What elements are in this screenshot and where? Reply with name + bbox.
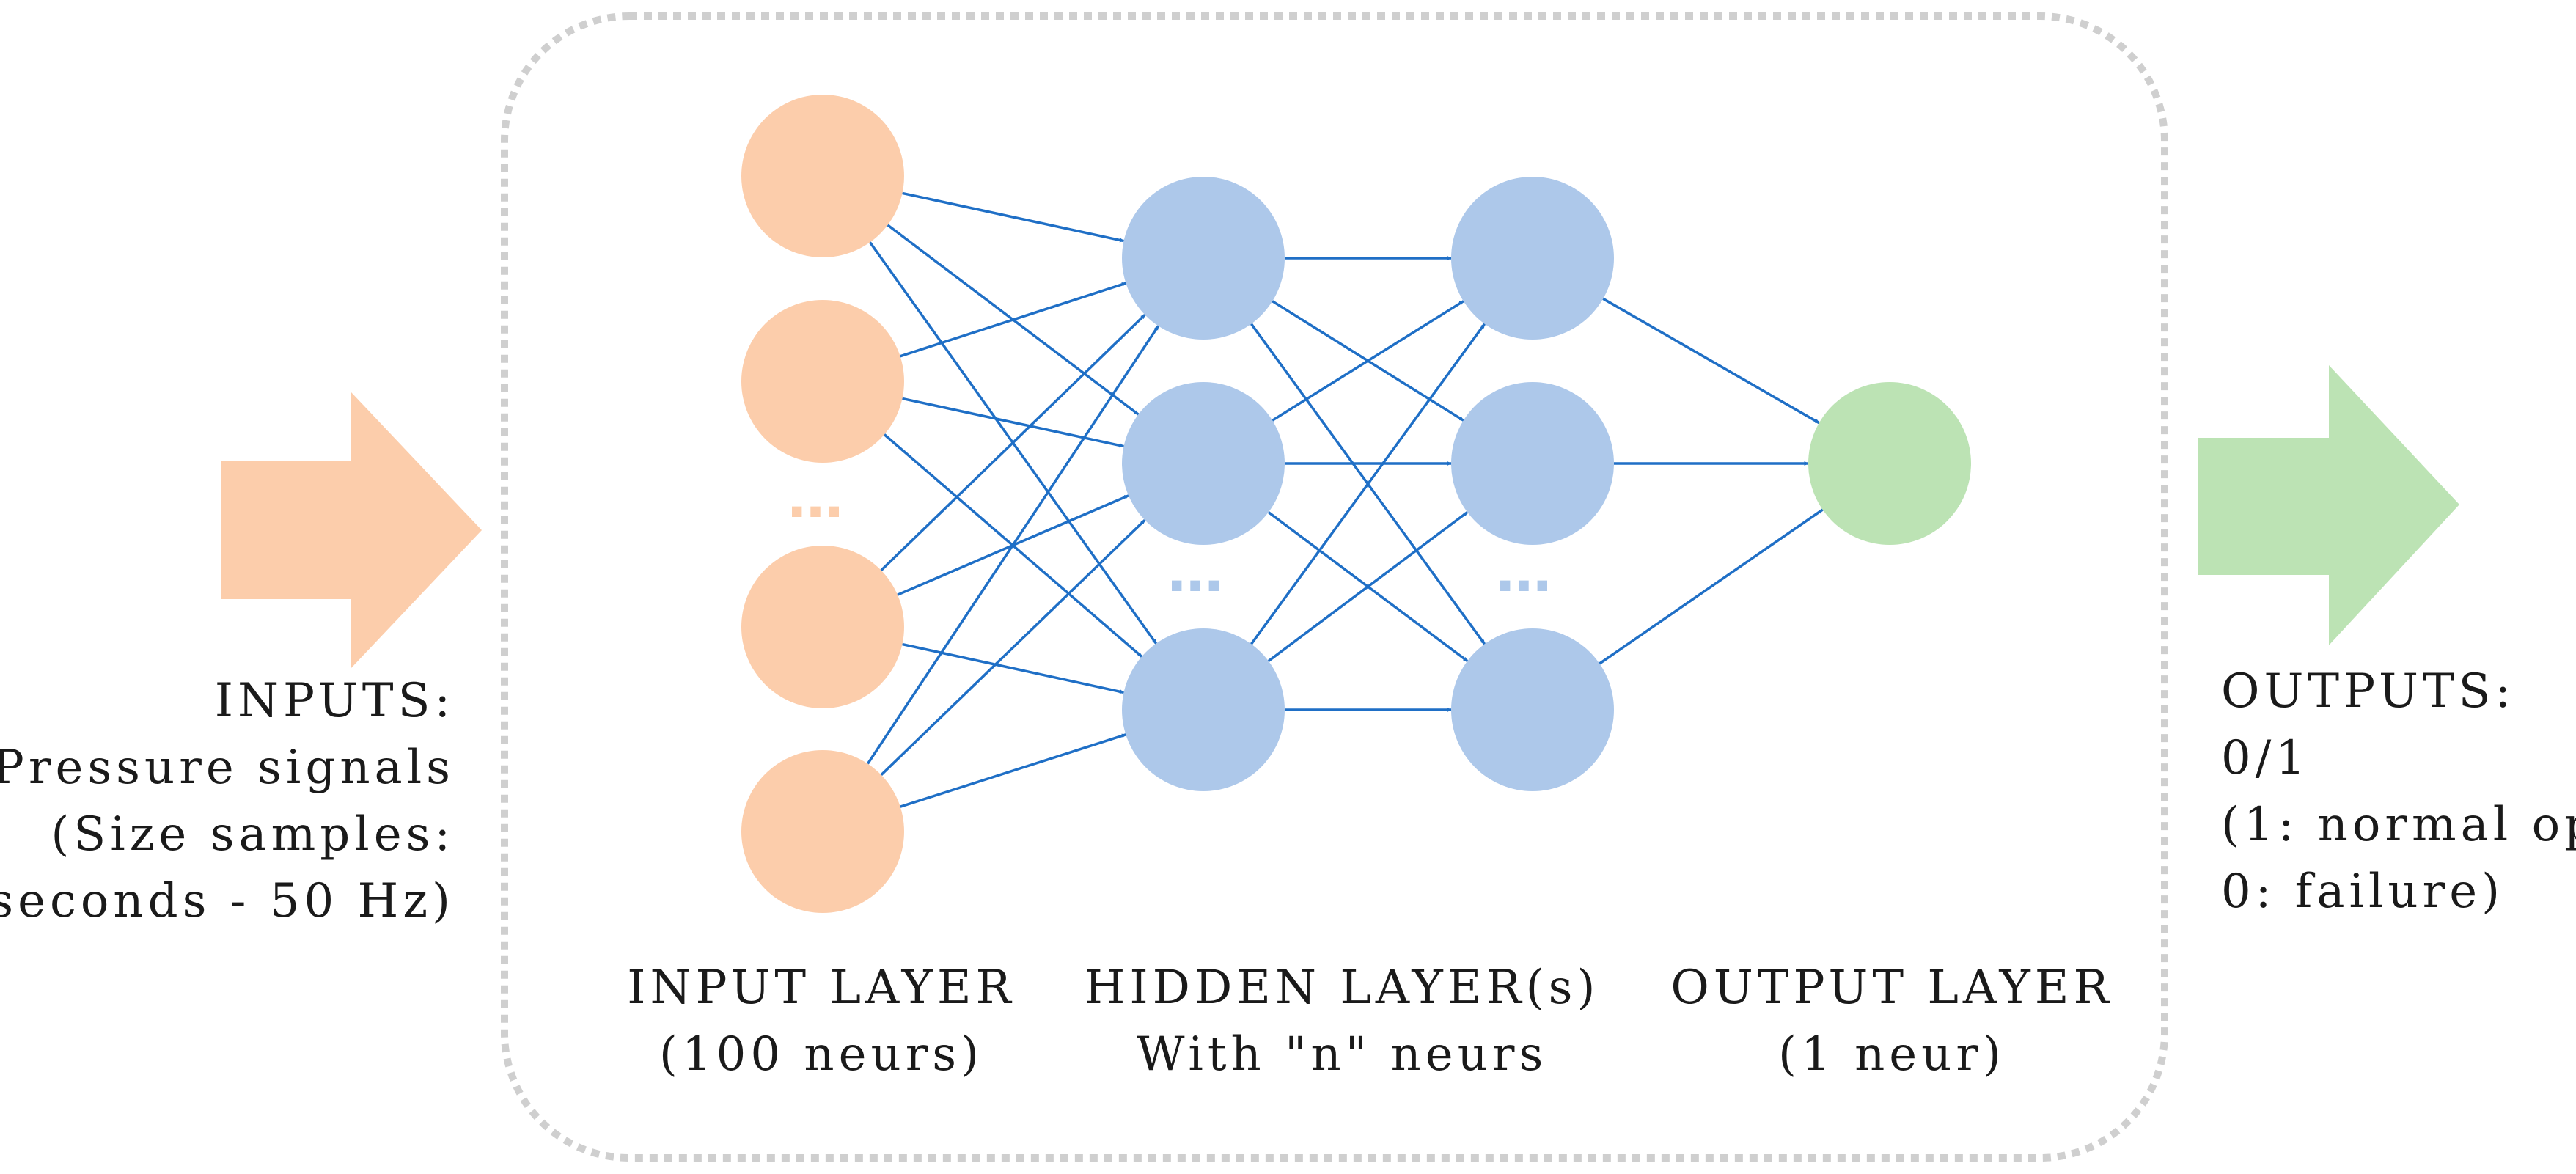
network-frame (501, 12, 2168, 1162)
connection-input-0-to-hidden1-0 (902, 191, 1125, 243)
input-layer-subtitle: (100 neurs) (658, 1027, 984, 1082)
connection-input-2-to-hidden1-2 (902, 642, 1125, 694)
inputs-label-line-2: Pressure signals (0, 741, 455, 795)
hidden-layer-subtitle: With "n" neurs (1136, 1027, 1548, 1082)
input-neuron-1 (741, 95, 904, 257)
outputs-arrow-icon (2198, 365, 2459, 645)
neurons-group (741, 95, 1971, 913)
connection-input-1-to-hidden1-0 (900, 282, 1126, 358)
output-layer-subtitle: (1 neur) (1778, 1027, 2006, 1082)
connection-hidden1-2-to-hidden2-0 (1250, 323, 1486, 645)
hidden2-neuron-2 (1451, 382, 1614, 545)
input-neuron-3 (741, 546, 904, 708)
input-layer-caption: INPUT LAYER (100 neurs) (609, 955, 1034, 1088)
ellipsis-group: … … … (788, 465, 1552, 604)
connection-hidden2-2-to-output-0 (1599, 508, 1824, 665)
inputs-label-line-4: 2 seconds - 50 Hz) (0, 874, 455, 928)
input-neuron-2 (741, 300, 904, 463)
hidden1-ellipsis-icon: … (1167, 539, 1223, 604)
input-ellipsis-icon: … (788, 465, 843, 530)
inputs-label-line-3: (Size samples: (51, 807, 455, 862)
input-neuron-4 (741, 750, 904, 913)
output-neuron-1 (1808, 382, 1971, 545)
connections-group (866, 191, 1824, 808)
outputs-label-line-3: (1: normal op. (2221, 798, 2576, 852)
inputs-label: INPUTS: Pressure signals (Size samples: … (0, 668, 455, 935)
connection-hidden2-0-to-output-0 (1602, 297, 1820, 425)
connection-input-3-to-hidden1-0 (866, 325, 1160, 765)
hidden2-ellipsis-icon: … (1496, 539, 1552, 604)
hidden2-neuron-3 (1451, 628, 1614, 791)
inputs-arrow-icon (221, 392, 482, 668)
inputs-label-line-1: INPUTS: (214, 674, 455, 728)
input-layer-title: INPUT LAYER (627, 961, 1016, 1015)
connection-input-3-to-hidden1-2 (900, 733, 1126, 808)
connection-input-1-to-hidden1-1 (902, 397, 1125, 448)
outputs-label-line-4: 0: failure) (2221, 865, 2505, 919)
hidden1-neuron-2 (1122, 382, 1285, 545)
connection-hidden1-1-to-hidden2-0 (1272, 300, 1464, 422)
hidden2-neuron-1 (1451, 177, 1614, 340)
hidden1-neuron-1 (1122, 177, 1285, 340)
output-layer-title: OUTPUT LAYER (1670, 961, 2113, 1015)
connection-input-2-to-hidden1-0 (880, 314, 1146, 571)
hidden-layer-title: HIDDEN LAYER(s) (1084, 961, 1600, 1015)
hidden-layer-caption: HIDDEN LAYER(s) With "n" neurs (1071, 955, 1613, 1088)
connection-input-3-to-hidden1-1 (880, 518, 1146, 777)
outputs-label-line-2: 0/1 (2221, 731, 2310, 785)
outputs-label: OUTPUTS: 0/1 (1: normal op. 0: failure) (2221, 658, 2576, 925)
output-layer-caption: OUTPUT LAYER (1 neur) (1643, 955, 2141, 1088)
outputs-label-line-1: OUTPUTS: (2221, 664, 2516, 719)
connection-hidden1-2-to-hidden2-1 (1267, 511, 1469, 662)
hidden1-neuron-3 (1122, 628, 1285, 791)
